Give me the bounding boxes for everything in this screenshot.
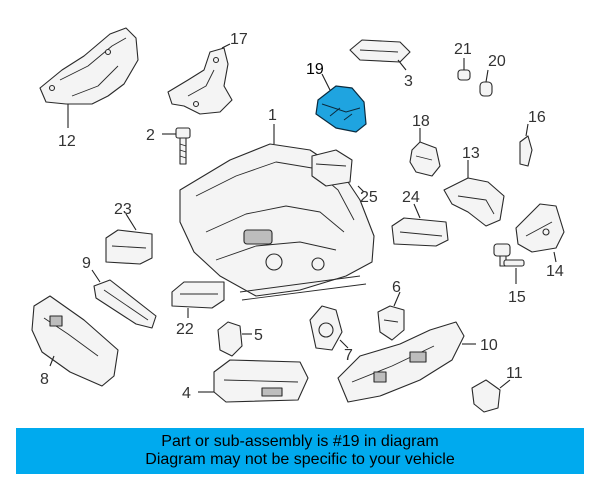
part-13-bracket[interactable] — [443, 177, 505, 227]
part-12-seat-back-trim[interactable] — [39, 27, 139, 105]
part-18-switch[interactable] — [409, 141, 441, 177]
part-21-clip[interactable] — [457, 69, 471, 81]
part-17-bracket[interactable] — [167, 47, 233, 115]
callout-25[interactable]: 25 — [360, 189, 378, 206]
callout-19[interactable]: 19 — [306, 61, 324, 78]
callout-14[interactable]: 14 — [546, 263, 564, 280]
part-2-bolt[interactable] — [175, 127, 191, 165]
info-banner: Part or sub-assembly is #19 in diagram D… — [16, 428, 584, 474]
part-22-bracket[interactable] — [171, 281, 225, 309]
callout-6[interactable]: 6 — [392, 279, 401, 296]
part-5-sensor[interactable] — [217, 321, 243, 357]
callout-10[interactable]: 10 — [480, 337, 498, 354]
banner-line-2: Diagram may not be specific to your vehi… — [145, 451, 455, 468]
part-19-control-module-highlighted[interactable] — [315, 85, 367, 133]
part-15-bolt[interactable] — [493, 243, 525, 267]
banner-line-1: Part or sub-assembly is #19 in diagram — [161, 433, 439, 450]
callout-12[interactable]: 12 — [58, 133, 76, 150]
callout-24[interactable]: 24 — [402, 189, 420, 206]
callout-20[interactable]: 20 — [488, 53, 506, 70]
part-23-cover[interactable] — [105, 229, 153, 265]
part-9-rail[interactable] — [93, 279, 157, 329]
part-11-cap[interactable] — [471, 379, 501, 413]
part-24-cover[interactable] — [391, 217, 449, 247]
callout-17[interactable]: 17 — [230, 31, 248, 48]
callout-21[interactable]: 21 — [454, 41, 472, 58]
callout-5[interactable]: 5 — [254, 327, 263, 344]
part-3-module[interactable] — [349, 39, 411, 63]
callout-16[interactable]: 16 — [528, 109, 546, 126]
callout-22[interactable]: 22 — [176, 321, 194, 338]
callout-3[interactable]: 3 — [404, 73, 413, 90]
parts-diagram: 12 17 2 19 3 21 20 — [31, 27, 565, 413]
part-10-side-cover[interactable] — [337, 321, 465, 403]
callout-13[interactable]: 13 — [462, 145, 480, 162]
callout-23[interactable]: 23 — [114, 201, 132, 218]
callout-8[interactable]: 8 — [40, 371, 49, 388]
part-16-cover[interactable] — [519, 135, 533, 167]
callout-15[interactable]: 15 — [508, 289, 526, 306]
part-20-cap[interactable] — [479, 81, 493, 97]
callout-7[interactable]: 7 — [344, 347, 353, 364]
callout-9[interactable]: 9 — [82, 255, 91, 272]
part-7-motor[interactable] — [309, 305, 343, 351]
callout-4[interactable]: 4 — [182, 385, 191, 402]
part-14-housing[interactable] — [515, 203, 565, 253]
callout-18[interactable]: 18 — [412, 113, 430, 130]
callout-1[interactable]: 1 — [268, 107, 277, 124]
callout-11[interactable]: 11 — [506, 365, 523, 382]
part-6-knob[interactable] — [377, 305, 405, 341]
part-25-trim[interactable] — [311, 149, 353, 187]
part-8-side-panel[interactable] — [31, 295, 119, 387]
part-4-control-unit[interactable] — [213, 359, 309, 403]
callout-2[interactable]: 2 — [146, 127, 155, 144]
